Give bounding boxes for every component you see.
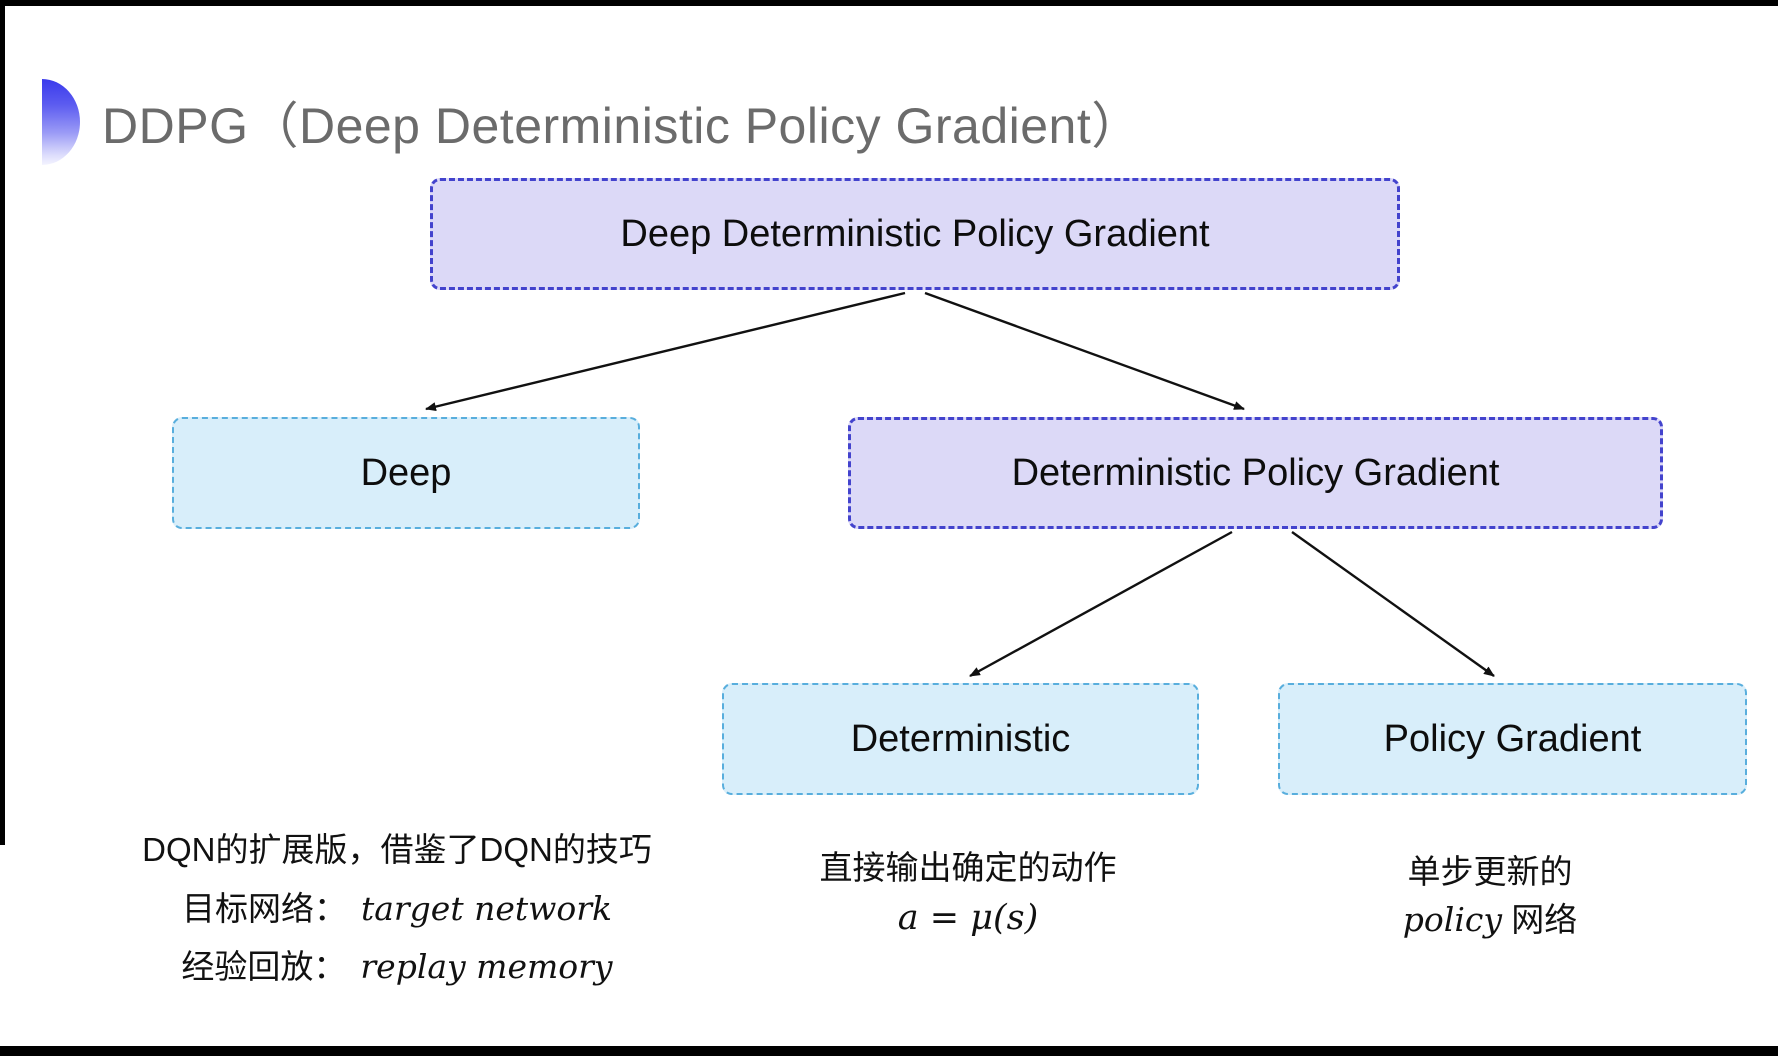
page-title: DDPG（Deep Deterministic Policy Gradient） xyxy=(102,98,1142,154)
note-deterministic: 直接输出确定的动作 a = μ(s) xyxy=(768,848,1168,938)
edge-root-dpg xyxy=(924,291,1245,411)
note-deep-line2-label: 目标网络： xyxy=(181,889,347,927)
node-policy-gradient-label: Policy Gradient xyxy=(1383,717,1642,760)
note-deep-line2: 目标网络： target network xyxy=(127,889,667,929)
node-deterministic: Deterministic xyxy=(722,683,1199,795)
letterbox-bottom xyxy=(0,1046,1778,1056)
node-root-label: Deep Deterministic Policy Gradient xyxy=(620,212,1210,255)
note-policy-gradient: 单步更新的 policy 网络 xyxy=(1340,852,1640,939)
node-deep-label: Deep xyxy=(360,451,452,494)
node-deep: Deep xyxy=(172,417,640,529)
note-deep-line3: 经验回放： replay memory xyxy=(127,947,667,987)
letterbox-top xyxy=(0,0,1778,6)
node-dpg-label: Deterministic Policy Gradient xyxy=(1011,451,1500,494)
note-deterministic-formula: a = μ(s) xyxy=(897,897,1039,938)
note-policy-gradient-line2-rest: 网络 xyxy=(1502,900,1578,938)
node-root: Deep Deterministic Policy Gradient xyxy=(430,178,1400,290)
edge-dpg-policy-gradient xyxy=(1291,531,1495,677)
note-deep-line1: DQN的扩展版，借鉴了DQN的技巧 xyxy=(142,831,652,868)
note-deep-line3-term: replay memory xyxy=(360,947,613,987)
note-deep-line3-label: 经验回放： xyxy=(181,948,347,986)
node-policy-gradient: Policy Gradient xyxy=(1278,683,1747,795)
node-deterministic-label: Deterministic xyxy=(850,717,1071,760)
letterbox-left xyxy=(0,0,5,845)
edge-root-deep xyxy=(425,291,906,412)
edge-dpg-deterministic xyxy=(969,530,1233,678)
note-deterministic-line1: 直接输出确定的动作 xyxy=(819,849,1117,886)
note-policy-gradient-term: policy xyxy=(1402,899,1503,939)
note-deep: DQN的扩展版，借鉴了DQN的技巧 目标网络： target network 经验… xyxy=(127,830,667,987)
title-row: DDPG（Deep Deterministic Policy Gradient） xyxy=(42,78,1142,166)
node-dpg: Deterministic Policy Gradient xyxy=(848,417,1663,529)
note-deep-line2-term: target network xyxy=(360,888,613,928)
note-policy-gradient-line1: 单步更新的 xyxy=(1407,853,1573,890)
note-policy-gradient-line2: policy 网络 xyxy=(1340,900,1640,940)
title-bullet-icon xyxy=(42,79,80,165)
